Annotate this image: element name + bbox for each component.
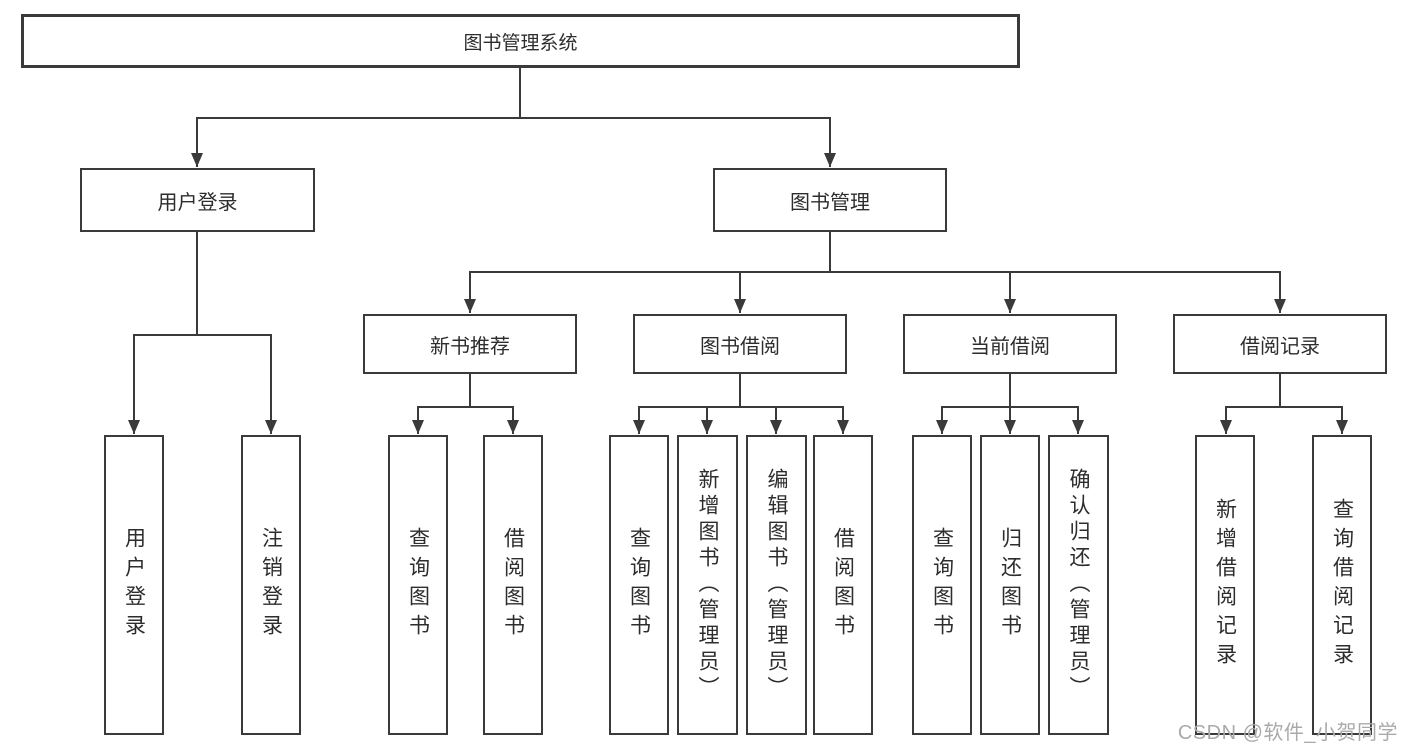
leaf-borrow-books-recommend: 借阅图书 [483, 435, 543, 735]
node-label: 新书推荐 [430, 335, 510, 358]
node-label: 借阅记录 [1240, 335, 1320, 358]
leaf-confirm-return-admin: 确认归还（管理员） [1048, 435, 1109, 735]
node-book-management: 图书管理 [713, 168, 947, 232]
node-book-borrowing: 图书借阅 [633, 314, 847, 374]
node-label: 注销登录 [259, 527, 283, 643]
node-label: 用户登录 [157, 191, 238, 214]
node-label: 确认归还（管理员） [1067, 468, 1090, 702]
node-label: 查询借阅记录 [1330, 498, 1354, 672]
node-label: 归还图书 [998, 527, 1022, 643]
leaf-add-borrow-record: 新增借阅记录 [1195, 435, 1255, 735]
node-label: 用户登录 [122, 527, 146, 643]
node-user-login: 用户登录 [80, 168, 315, 232]
node-label: 查询图书 [627, 527, 651, 643]
leaf-borrow-books-borrowing: 借阅图书 [813, 435, 873, 735]
node-label: 新增借阅记录 [1213, 498, 1237, 672]
node-new-book-recommendation: 新书推荐 [363, 314, 577, 374]
leaf-edit-books-admin: 编辑图书（管理员） [746, 435, 807, 735]
leaf-query-books-recommend: 查询图书 [388, 435, 448, 735]
node-current-borrowing: 当前借阅 [903, 314, 1117, 374]
node-library-management-system: 图书管理系统 [21, 14, 1020, 68]
leaf-query-books-current: 查询图书 [912, 435, 972, 735]
node-label: 新增图书（管理员） [696, 468, 719, 702]
node-label: 查询图书 [930, 527, 954, 643]
leaf-query-books-borrowing: 查询图书 [609, 435, 669, 735]
node-label: 图书管理 [790, 191, 870, 214]
node-borrowing-records: 借阅记录 [1173, 314, 1387, 374]
node-label: 查询图书 [406, 527, 430, 643]
node-label: 图书借阅 [700, 335, 780, 358]
node-label: 借阅图书 [501, 527, 525, 643]
leaf-return-books: 归还图书 [980, 435, 1040, 735]
node-label: 图书管理系统 [463, 32, 578, 54]
leaf-add-books-admin: 新增图书（管理员） [677, 435, 738, 735]
node-label: 编辑图书（管理员） [765, 468, 788, 702]
leaf-query-borrow-record: 查询借阅记录 [1312, 435, 1372, 735]
csdn-watermark: CSDN @软件_小贺同学 [1177, 722, 1398, 744]
leaf-user-login: 用户登录 [104, 435, 164, 735]
leaf-logout: 注销登录 [241, 435, 301, 735]
node-label: 借阅图书 [831, 527, 855, 643]
node-label: 当前借阅 [970, 335, 1050, 358]
